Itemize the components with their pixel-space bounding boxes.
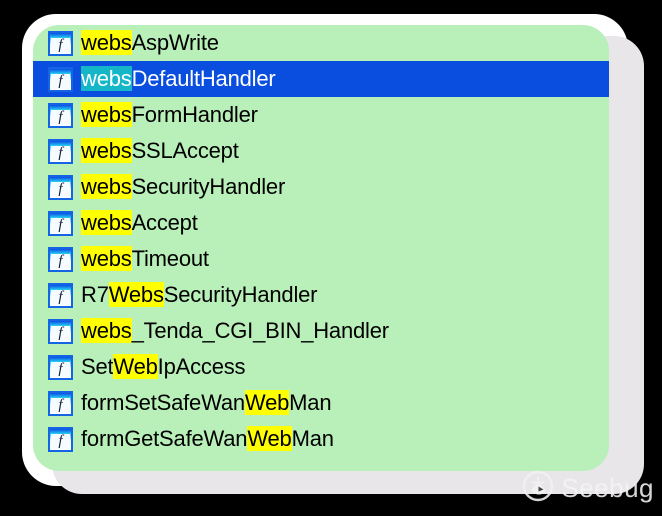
function-name-text: Set: [81, 354, 114, 379]
function-icon: f: [48, 102, 73, 128]
function-name-text: SecurityHandler: [163, 282, 318, 307]
function-icon: f: [48, 318, 73, 344]
search-match-highlight: Web: [247, 426, 292, 451]
search-match-highlight: webs: [81, 246, 132, 271]
svg-text:f: f: [58, 397, 64, 413]
svg-text:f: f: [58, 181, 64, 197]
svg-text:f: f: [58, 37, 64, 53]
function-name-label: websTimeout: [81, 246, 209, 272]
function-name-text: formGetSafeWan: [81, 426, 248, 451]
function-name-text: Man: [291, 426, 334, 451]
svg-text:f: f: [58, 145, 64, 161]
function-icon: f: [48, 282, 73, 308]
svg-text:f: f: [58, 289, 64, 305]
function-icon: f: [48, 390, 73, 416]
function-icon: f: [48, 66, 73, 92]
search-match-highlight: webs: [81, 102, 132, 127]
search-match-highlight: webs: [81, 30, 132, 55]
function-name-text: SecurityHandler: [131, 174, 286, 199]
seebug-watermark: Seebug: [521, 469, 654, 508]
function-name-text: _Tenda_CGI_BIN_Handler: [131, 318, 390, 343]
search-match-highlight: webs: [81, 66, 132, 91]
function-name-text: FormHandler: [131, 102, 258, 127]
svg-text:f: f: [58, 217, 64, 233]
search-match-highlight: Web: [244, 390, 290, 415]
function-name-label: SetWebIpAccess: [81, 354, 246, 380]
function-name-label: websSecurityHandler: [81, 174, 285, 200]
function-icon: f: [48, 354, 73, 380]
svg-text:f: f: [58, 253, 64, 269]
svg-text:f: f: [58, 73, 64, 89]
function-name-label: formGetSafeWanWebMan: [81, 426, 334, 452]
svg-text:f: f: [58, 433, 64, 449]
function-name-label: websAspWrite: [81, 30, 219, 56]
function-icon: f: [48, 138, 73, 164]
function-name-text: R7: [81, 282, 109, 307]
function-icon: f: [48, 174, 73, 200]
function-name-label: websSSLAccept: [81, 138, 239, 164]
function-name-label: formSetSafeWanWebMan: [81, 390, 332, 416]
function-list-item[interactable]: f websFormHandler: [33, 97, 609, 133]
function-list-item[interactable]: f R7WebsSecurityHandler: [33, 277, 609, 313]
function-name-label: websAccept: [81, 210, 198, 236]
function-list-item[interactable]: f formSetSafeWanWebMan: [33, 385, 609, 421]
function-list-item[interactable]: f websSSLAccept: [33, 133, 609, 169]
function-name-text: formSetSafeWan: [81, 390, 245, 415]
function-icon: f: [48, 426, 73, 452]
search-match-highlight: webs: [81, 318, 132, 343]
search-match-highlight: webs: [81, 210, 132, 235]
search-match-highlight: webs: [81, 174, 132, 199]
seebug-label: Seebug: [561, 473, 654, 503]
search-match-highlight: Web: [113, 354, 158, 379]
function-list-item[interactable]: f websDefaultHandler: [33, 61, 609, 97]
function-name-text: SSLAccept: [131, 138, 239, 163]
function-name-text: AspWrite: [131, 30, 219, 55]
function-name-label: websFormHandler: [81, 102, 258, 128]
function-icon: f: [48, 246, 73, 272]
search-match-highlight: webs: [81, 138, 132, 163]
svg-text:f: f: [58, 109, 64, 125]
function-list-item[interactable]: f websAccept: [33, 205, 609, 241]
function-name-text: Man: [289, 390, 332, 415]
function-name-text: Timeout: [131, 246, 209, 271]
function-name-text: DefaultHandler: [131, 66, 276, 91]
function-list-item[interactable]: f websSecurityHandler: [33, 169, 609, 205]
function-name-label: websDefaultHandler: [81, 66, 276, 92]
function-list-item[interactable]: f websAspWrite: [33, 25, 609, 61]
function-name-label: webs_Tenda_CGI_BIN_Handler: [81, 318, 389, 344]
search-match-highlight: Webs: [108, 282, 164, 307]
function-list-item[interactable]: f SetWebIpAccess: [33, 349, 609, 385]
svg-text:f: f: [58, 361, 64, 377]
svg-text:f: f: [58, 325, 64, 341]
function-icon: f: [48, 210, 73, 236]
function-list-item[interactable]: f websTimeout: [33, 241, 609, 277]
seebug-logo-icon: [521, 469, 555, 508]
function-icon: f: [48, 30, 73, 56]
function-name-text: IpAccess: [157, 354, 246, 379]
function-list-item[interactable]: f webs_Tenda_CGI_BIN_Handler: [33, 313, 609, 349]
function-list-item[interactable]: f formGetSafeWanWebMan: [33, 421, 609, 457]
function-name-text: Accept: [131, 210, 198, 235]
function-name-label: R7WebsSecurityHandler: [81, 282, 317, 308]
